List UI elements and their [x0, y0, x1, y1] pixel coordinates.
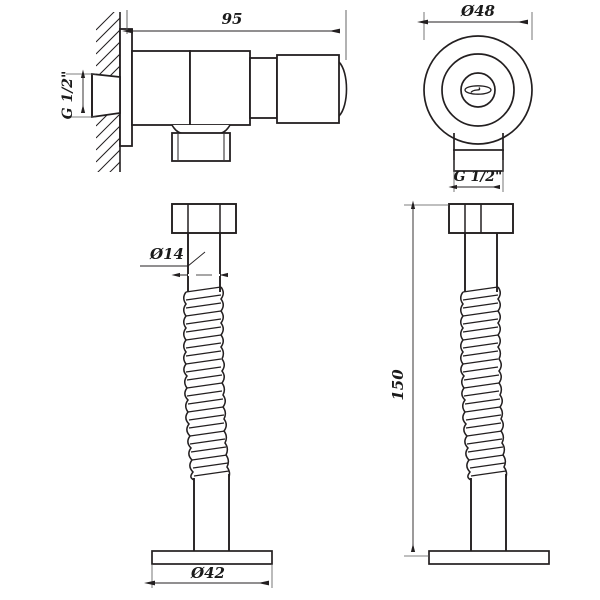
dim-label-95: 95	[222, 10, 243, 28]
dimension-diameter-42: Ø42	[144, 564, 273, 588]
dim-label-thread-bottom: G 1/2"	[454, 169, 503, 185]
valve-body	[131, 50, 191, 126]
dimension-thread-left: G 1/2"	[60, 69, 96, 120]
dim-label-d14: Ø14	[149, 245, 184, 263]
valve-body-right	[189, 50, 251, 126]
front-view-thread-stub	[453, 149, 504, 172]
valve-handle-cap	[338, 61, 348, 117]
hose-right-view: 150	[389, 200, 550, 565]
valve-front-view: Ø48 G 1/2"	[417, 2, 533, 192]
valve-outlet-body	[171, 132, 231, 162]
valve-side-view: 95 G 1/2"	[60, 10, 348, 172]
dim-label-d48: Ø48	[460, 2, 496, 20]
hose-left-hex-nut	[171, 203, 237, 234]
dimension-length-95: 95	[122, 10, 347, 60]
screw-slot-mark	[470, 87, 481, 93]
valve-thread-nipple	[91, 72, 121, 119]
dimension-length-150: 150	[389, 200, 449, 557]
dim-label-thread-left: G 1/2"	[60, 71, 76, 120]
hose-left-view: Ø14 Ø42	[140, 203, 273, 588]
dimension-thread-bottom: G 1/2"	[448, 160, 504, 192]
valve-handle	[276, 54, 340, 124]
hose-left-corrugation	[183, 286, 231, 481]
hose-right-corrugation	[460, 286, 508, 481]
front-view-stub-sides	[453, 133, 504, 151]
dim-label-d42: Ø42	[190, 564, 225, 582]
valve-wall-flange	[119, 28, 133, 147]
dim-label-150: 150	[389, 369, 407, 401]
valve-neck	[249, 57, 278, 119]
dimension-diameter-48: Ø48	[417, 2, 533, 40]
hose-right-base-flange	[428, 550, 550, 565]
hose-left-base-flange	[151, 550, 273, 565]
dimension-diameter-14: Ø14	[140, 245, 228, 278]
